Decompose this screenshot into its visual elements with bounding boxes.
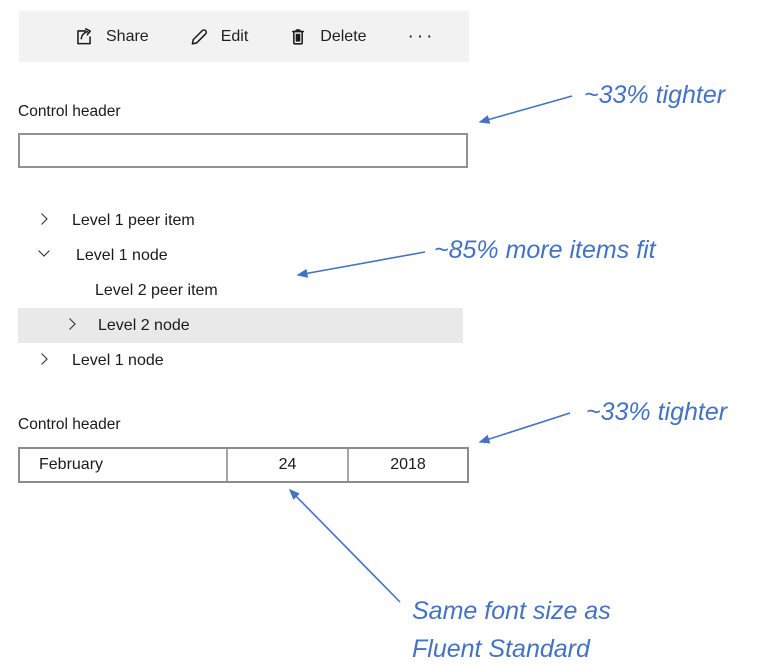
annotation-line1: Same font size as [412,597,611,625]
tree-item-level1-peer[interactable]: Level 1 peer item [18,203,463,238]
datepicker-header: Control header [18,416,121,433]
share-icon [73,26,95,48]
annotation-tighter-top: ~33% tighter [584,81,726,109]
delete-label: Delete [320,27,367,45]
chevron-right-icon[interactable] [64,315,80,336]
date-picker: February 24 2018 [18,447,469,483]
date-picker-year[interactable]: 2018 [347,449,467,481]
delete-icon [287,26,309,48]
edit-button[interactable]: Edit [188,26,249,48]
tree-item-label: Level 1 node [72,351,164,369]
arrow-to-textbox [478,95,573,124]
tree-item-level1-node[interactable]: Level 1 node [18,343,463,378]
date-picker-day[interactable]: 24 [226,449,347,481]
textbox-input[interactable] [18,133,468,168]
tree-item-level2-node-selected[interactable]: Level 2 node [18,308,463,343]
chevron-right-icon[interactable] [36,210,52,231]
chevron-down-icon[interactable] [34,245,54,266]
annotation-line2: Fluent Standard [412,635,590,663]
command-toolbar: Share Edit Delete ··· [19,11,469,62]
tree-item-level1-node-expanded[interactable]: Level 1 node [18,238,463,273]
more-button[interactable]: ··· [408,27,436,46]
annotation-same-font-size: Same font size as Fluent Standard [412,592,611,664]
annotation-tighter-bottom: ~33% tighter [586,398,728,426]
tree-item-label: Level 1 peer item [72,211,195,229]
arrow-to-datepicker [478,412,571,444]
delete-button[interactable]: Delete [287,26,367,48]
annotation-more-items: ~85% more items fit [434,236,656,264]
share-label: Share [106,27,149,45]
tree-item-level2-peer[interactable]: Level 2 peer item [18,273,463,308]
ellipsis-icon: ··· [407,26,436,47]
chevron-right-icon[interactable] [36,350,52,371]
tree-item-label: Level 2 peer item [95,281,218,299]
tree-item-label: Level 2 node [98,316,190,334]
edit-icon [188,26,210,48]
arrow-to-day-cell [288,488,401,603]
date-picker-month[interactable]: February [20,449,226,481]
tree-item-label: Level 1 node [76,246,168,264]
tree-view: Level 1 peer item Level 1 node Level 2 p… [18,203,463,378]
share-button[interactable]: Share [73,26,149,48]
edit-label: Edit [220,27,249,45]
textbox-header: Control header [18,103,121,120]
